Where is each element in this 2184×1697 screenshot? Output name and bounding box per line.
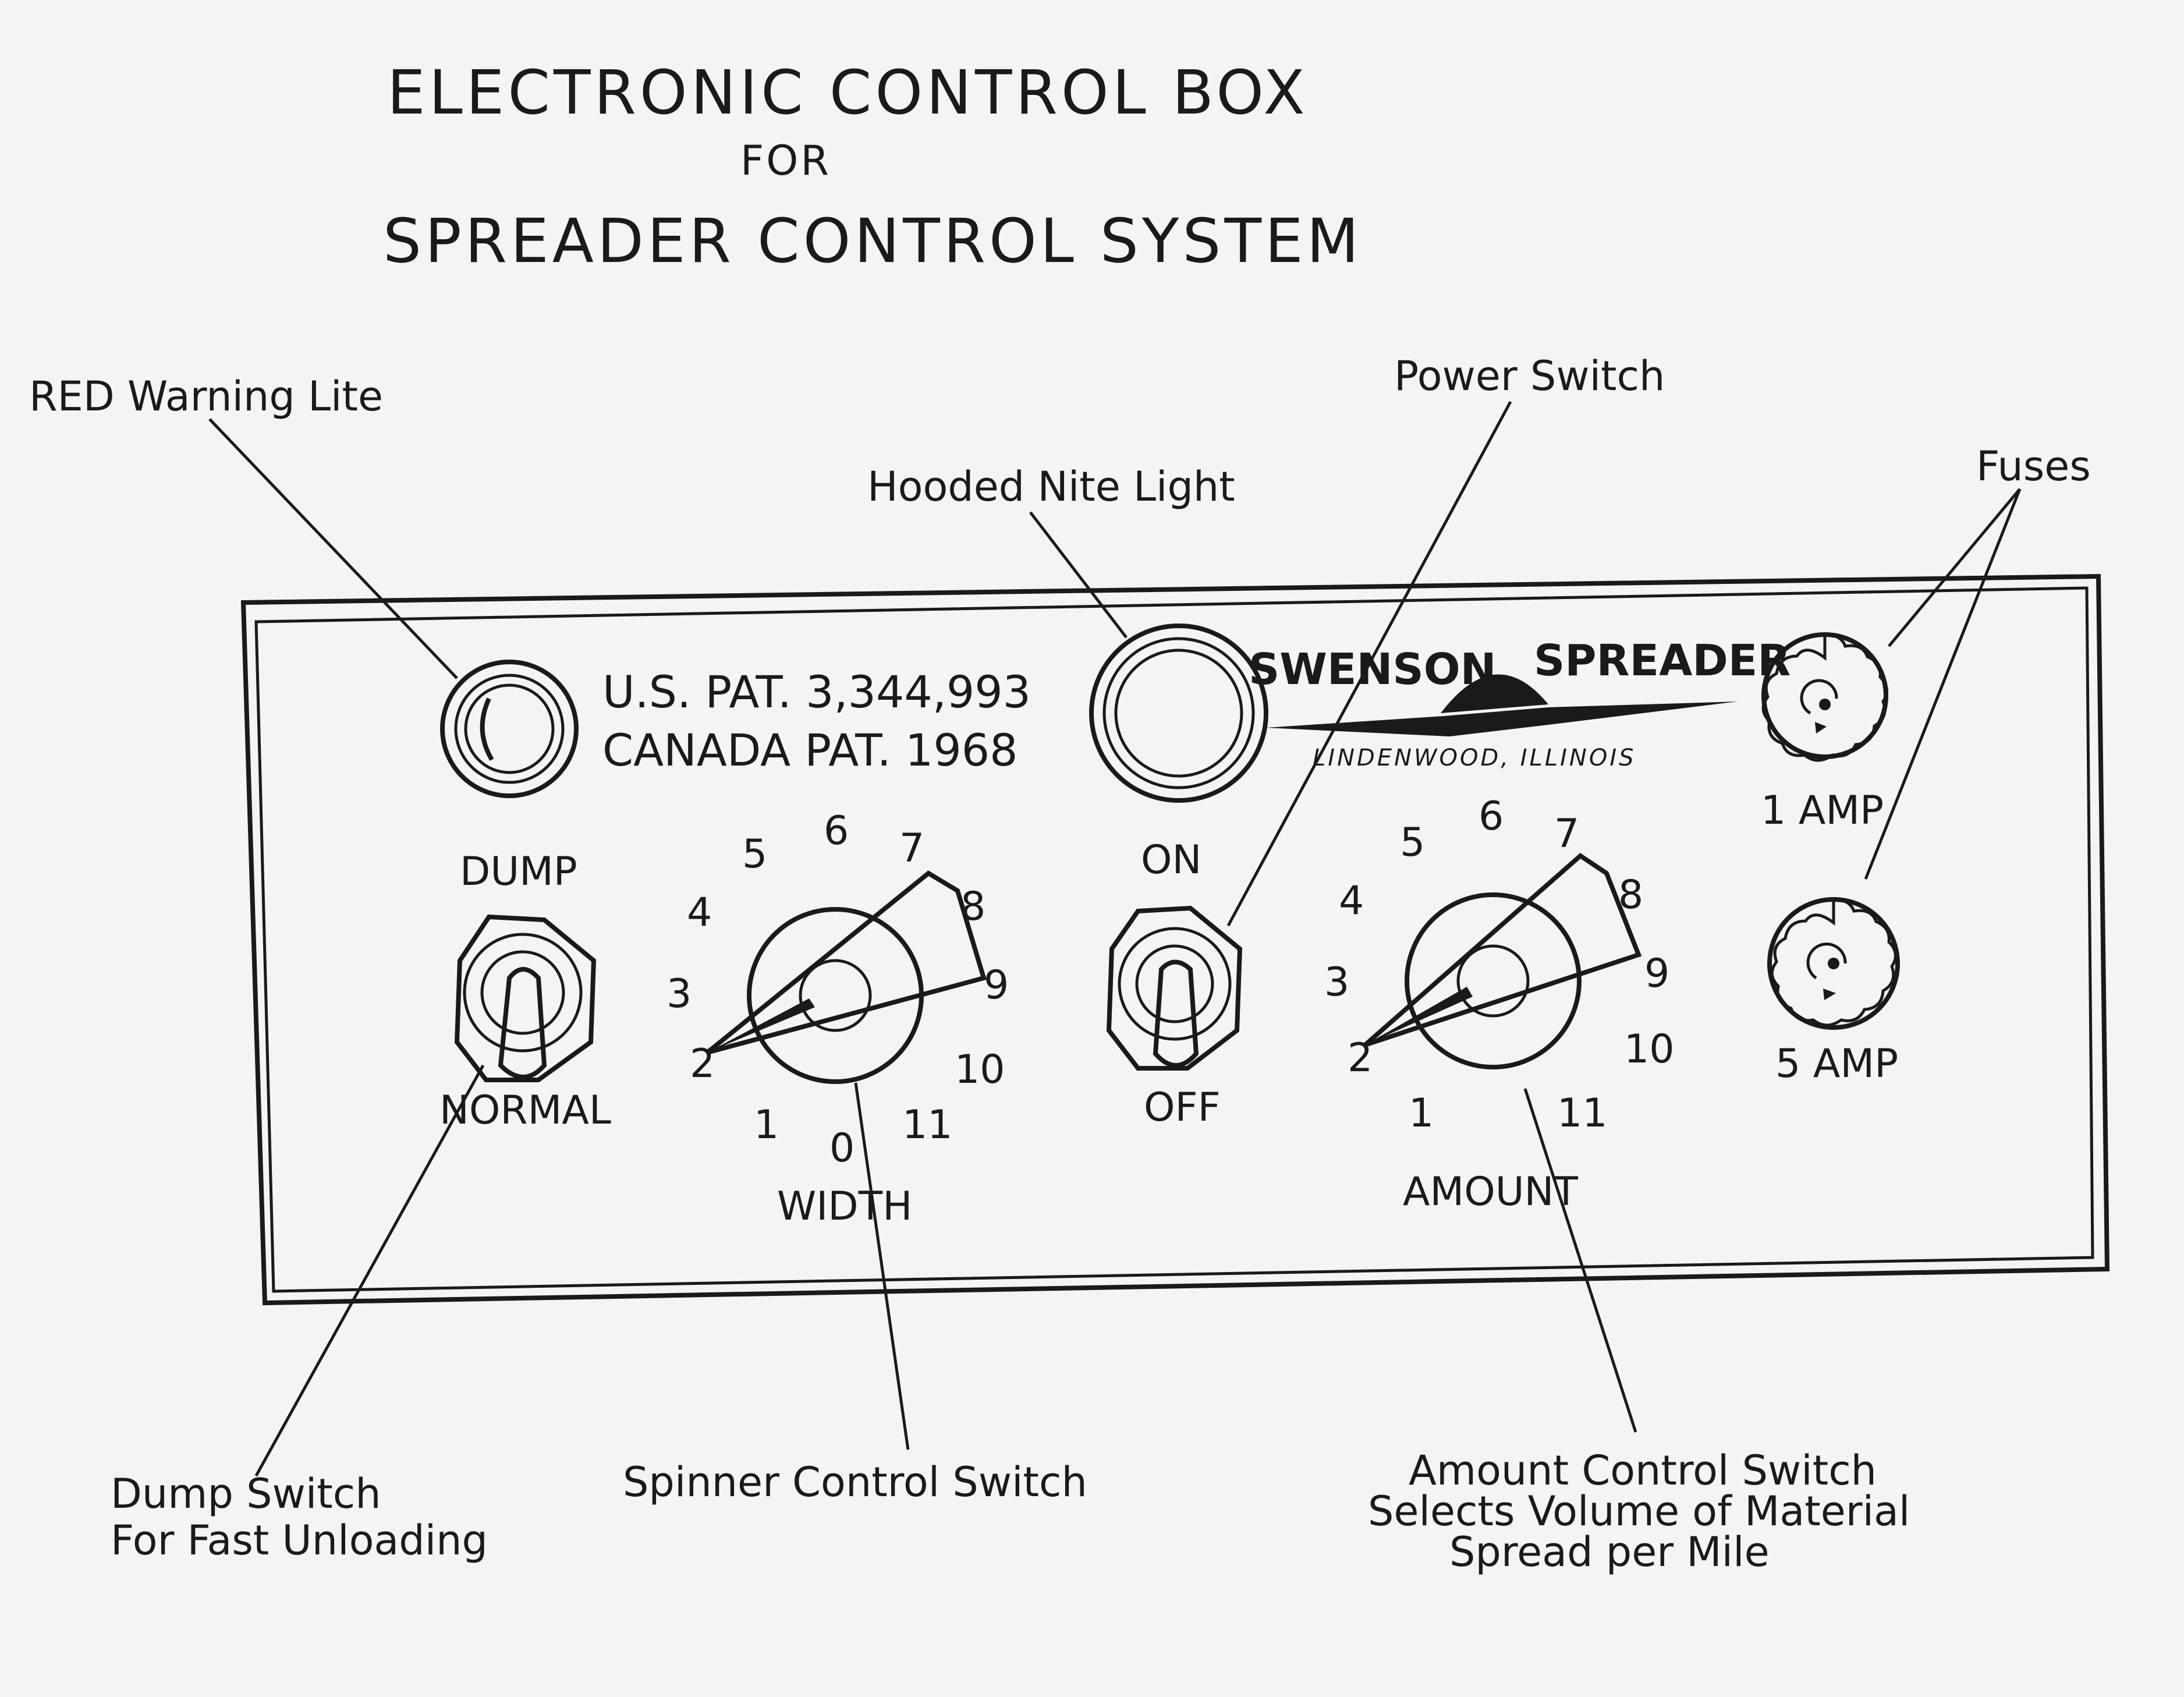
power-label-bottom: OFF [1144, 1085, 1221, 1131]
amount-num-6: 6 [1479, 793, 1504, 839]
logo-wings [1266, 702, 1738, 736]
callout-dump-2: For Fast Unloading [111, 1517, 488, 1564]
amount-num-11: 11 [1557, 1090, 1608, 1136]
width-num-7: 7 [899, 826, 924, 871]
amount-num-10: 10 [1624, 1026, 1675, 1072]
dump-label-top: DUMP [460, 849, 577, 895]
red-warning-lite [440, 660, 579, 798]
width-num-8: 8 [960, 884, 985, 930]
width-num-5: 5 [742, 831, 767, 877]
patent-canada: CANADA PAT. 1968 [602, 724, 1017, 776]
width-num-11: 11 [902, 1102, 953, 1148]
swenson-logo: SWENSON SPREADER LINDENWOOD, ILLINOIS [1249, 636, 1791, 771]
amount-num-2: 2 [1348, 1035, 1373, 1081]
callout-spinner: Spinner Control Switch [623, 1458, 1087, 1506]
amount-dial-numbers: 1 2 3 4 5 6 7 8 9 10 11 [1324, 793, 1675, 1136]
title-line-1: ELECTRONIC CONTROL BOX [387, 57, 1309, 128]
width-label: WIDTH [777, 1184, 912, 1230]
brand-location: LINDENWOOD, ILLINOIS [1313, 745, 1636, 771]
callout-dump-1: Dump Switch [111, 1470, 381, 1518]
amount-num-3: 3 [1324, 959, 1349, 1005]
amount-num-7: 7 [1554, 811, 1579, 857]
hooded-nite-light [1089, 623, 1268, 803]
amount-num-1: 1 [1409, 1090, 1434, 1136]
width-num-4: 4 [687, 890, 712, 936]
dump-toggle-switch[interactable] [454, 914, 597, 1082]
dump-label-bottom: NORMAL [439, 1087, 611, 1133]
patent-us: U.S. PAT. 3,344,993 [602, 666, 1031, 718]
power-label-top: ON [1141, 837, 1201, 883]
width-dial[interactable] [705, 870, 987, 1084]
title-line-2: FOR [740, 137, 831, 185]
callout-amount-2: Selects Volume of Material [1368, 1487, 1910, 1535]
width-num-3: 3 [666, 971, 692, 1017]
amount-dial[interactable] [1363, 852, 1642, 1069]
leader-lines [208, 401, 2022, 1477]
logo-dome [1441, 674, 1548, 713]
width-dial-pointer [705, 870, 987, 1055]
fuse-5-amp [1767, 897, 1900, 1030]
width-num-0: 0 [829, 1125, 855, 1171]
fuse-1-label: 1 AMP [1761, 788, 1884, 834]
amount-num-8: 8 [1618, 872, 1643, 918]
amount-label: AMOUNT [1403, 1169, 1578, 1215]
brand-left: SWENSON [1249, 644, 1497, 695]
callout-fuses: Fuses [1976, 442, 2091, 490]
width-num-9: 9 [984, 962, 1009, 1008]
title-line-3: SPREADER CONTROL SYSTEM [383, 206, 1362, 277]
callout-red-warning: RED Warning Lite [29, 373, 383, 420]
fuse-5-label: 5 AMP [1775, 1041, 1898, 1087]
width-num-10: 10 [955, 1047, 1005, 1093]
width-num-2: 2 [690, 1041, 715, 1087]
width-num-1: 1 [754, 1102, 779, 1148]
width-dial-numbers: 0 1 2 3 4 5 6 7 8 9 10 11 [666, 808, 1009, 1171]
fuse-1-amp [1761, 632, 1888, 762]
amount-dial-pointer [1363, 852, 1642, 1047]
callout-power-switch: Power Switch [1394, 352, 1665, 400]
width-num-6: 6 [824, 808, 849, 854]
amount-num-9: 9 [1644, 951, 1669, 997]
amount-num-4: 4 [1339, 878, 1364, 924]
callouts: RED Warning Lite Hooded Nite Light Power… [29, 352, 2091, 1576]
title-block: ELECTRONIC CONTROL BOX FOR SPREADER CONT… [383, 57, 1362, 277]
callout-amount-1: Amount Control Switch [1409, 1447, 1877, 1494]
brand-right: SPREADER [1534, 636, 1791, 686]
callout-hooded-nite: Hooded Nite Light [867, 463, 1235, 511]
callout-amount-3: Spread per Mile [1449, 1528, 1770, 1576]
power-toggle-switch[interactable] [1106, 905, 1243, 1071]
amount-num-5: 5 [1400, 820, 1425, 866]
control-box-panel [240, 573, 2110, 1306]
